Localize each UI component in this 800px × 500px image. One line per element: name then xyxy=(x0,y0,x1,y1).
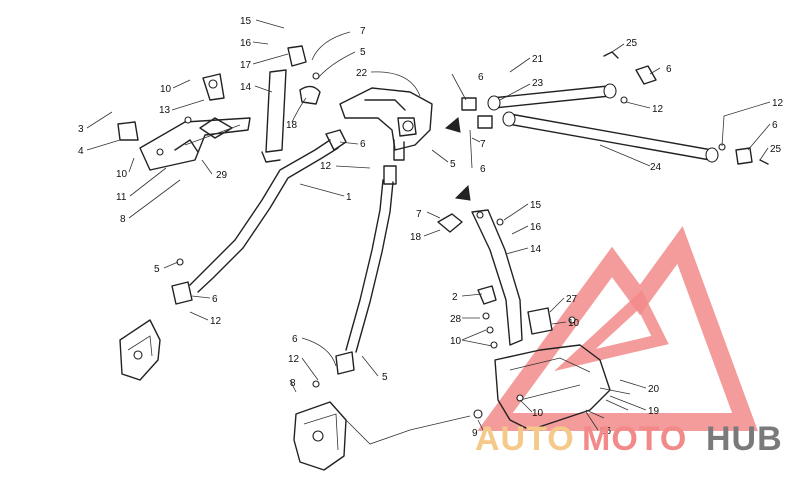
callout-7: 7 xyxy=(360,26,366,37)
callout-3: 3 xyxy=(78,124,84,135)
direction-arrow-upper xyxy=(444,117,461,133)
callout-27: 27 xyxy=(566,294,578,305)
watermark-text: AUTO MOTO HUB xyxy=(475,420,783,458)
callout-18: 18 xyxy=(286,120,298,131)
callout-12: 12 xyxy=(320,161,332,172)
direction-arrow-lower xyxy=(454,184,471,201)
watermark-logo xyxy=(477,226,758,431)
callout-25: 25 xyxy=(770,144,782,155)
callout-2: 2 xyxy=(452,292,458,303)
callout-6: 6 xyxy=(666,64,672,75)
callout-7: 7 xyxy=(416,209,422,220)
watermark-triangle-inner xyxy=(554,290,669,372)
gear-housing-center xyxy=(293,351,355,471)
callout-18: 18 xyxy=(410,232,422,243)
callout-28: 28 xyxy=(450,314,462,325)
callout-5: 5 xyxy=(360,47,366,58)
callout-10: 10 xyxy=(450,336,462,347)
steering-strap-right xyxy=(437,209,523,346)
tie-rod-lower xyxy=(477,111,719,163)
callout-12: 12 xyxy=(772,98,784,109)
steering-gear-right xyxy=(473,285,631,431)
callout-9: 9 xyxy=(472,428,478,439)
callout-17: 17 xyxy=(240,60,252,71)
callout-16: 16 xyxy=(240,38,252,49)
callout-26: 26 xyxy=(600,426,612,437)
callout-20: 20 xyxy=(648,384,660,395)
callout-10: 10 xyxy=(532,408,544,419)
callout-6: 6 xyxy=(772,120,778,131)
callout-21: 21 xyxy=(532,54,544,65)
callout-8: 8 xyxy=(290,378,296,389)
callout-6: 6 xyxy=(480,164,486,175)
callout-19: 19 xyxy=(648,406,660,417)
callout-4: 4 xyxy=(78,146,84,157)
callout-14: 14 xyxy=(530,244,542,255)
watermark-auto: AUTO xyxy=(475,420,575,458)
callout-7: 7 xyxy=(480,139,486,150)
callout-6: 6 xyxy=(360,139,366,150)
bracket-13 xyxy=(202,73,225,101)
leader-lines xyxy=(86,19,771,433)
steering-strap-left xyxy=(261,69,287,163)
clip-17 xyxy=(287,45,321,105)
callout-15: 15 xyxy=(240,16,252,27)
callout-5: 5 xyxy=(154,264,160,275)
callout-24: 24 xyxy=(650,162,662,173)
end-caps xyxy=(603,51,769,165)
callout-5: 5 xyxy=(382,372,388,383)
callout-12: 12 xyxy=(210,316,222,327)
linkage-line xyxy=(345,415,471,445)
callout-10: 10 xyxy=(160,84,172,95)
front-mount-plate xyxy=(117,116,251,171)
callout-29: 29 xyxy=(216,170,228,181)
watermark-moto: MOTO xyxy=(582,420,687,458)
callout-1: 1 xyxy=(346,192,352,203)
callout-labels: 15 16 17 14 7 5 18 10 13 3 4 10 11 8 29 … xyxy=(78,16,784,439)
steering-post xyxy=(189,129,347,293)
center-tube xyxy=(345,165,397,353)
callout-11: 11 xyxy=(116,192,127,203)
handlebar-mount xyxy=(339,87,433,161)
callout-12: 12 xyxy=(652,104,664,115)
callout-22: 22 xyxy=(356,68,368,79)
callout-14: 14 xyxy=(240,82,252,93)
callout-12: 12 xyxy=(288,354,300,365)
gear-housing-left xyxy=(119,258,193,381)
callout-8: 8 xyxy=(120,214,126,225)
callout-15: 15 xyxy=(530,200,542,211)
watermark-triangle-outer xyxy=(477,226,758,431)
callout-6: 6 xyxy=(478,72,484,83)
callout-16: 16 xyxy=(530,222,542,233)
callout-23: 23 xyxy=(532,78,544,89)
tie-rod-upper xyxy=(461,83,617,111)
callout-6: 6 xyxy=(292,334,298,345)
callout-25: 25 xyxy=(626,38,638,49)
callout-10: 10 xyxy=(568,318,580,329)
watermark-hub: HUB xyxy=(706,420,783,458)
callout-13: 13 xyxy=(159,105,171,116)
callout-10: 10 xyxy=(116,169,128,180)
callout-5: 5 xyxy=(450,159,456,170)
callout-6: 6 xyxy=(212,294,218,305)
